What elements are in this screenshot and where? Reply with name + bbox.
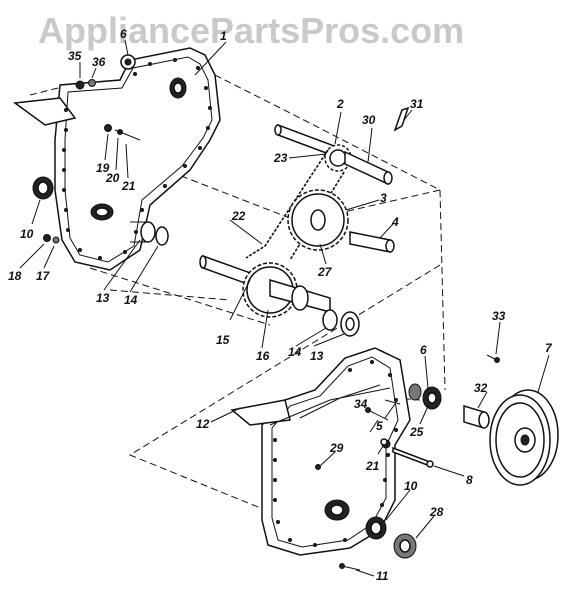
callout-22: 22 <box>231 209 246 223</box>
bearing-6-25 <box>408 383 442 410</box>
callout-25: 25 <box>409 425 424 439</box>
seal-10-left <box>32 176 54 200</box>
bolts-5-34 <box>365 399 401 421</box>
callout-34: 34 <box>354 397 368 411</box>
callout-14-right: 14 <box>288 345 302 359</box>
callout-18: 18 <box>8 269 22 283</box>
callout-4: 4 <box>391 215 399 229</box>
callout-16: 16 <box>256 349 270 363</box>
callout-15: 15 <box>216 333 230 347</box>
shaft-30 <box>344 150 393 186</box>
callout-21-lower: 21 <box>365 459 380 473</box>
callout-6-right: 6 <box>420 343 427 357</box>
bearing-13-14-right <box>322 309 360 337</box>
bearing-13-14-left <box>130 221 169 246</box>
callout-6-top: 6 <box>120 27 127 41</box>
callout-13-left: 13 <box>96 291 110 305</box>
callout-32: 32 <box>474 381 488 395</box>
leader-lines <box>19 39 550 577</box>
spacer-4 <box>349 231 395 253</box>
callout-33: 33 <box>492 309 506 323</box>
callout-labels: 1 6 35 36 19 20 21 10 18 17 13 14 15 16 … <box>8 27 553 583</box>
callout-7: 7 <box>545 341 553 355</box>
housing-flange <box>230 399 291 426</box>
callout-12: 12 <box>196 417 210 431</box>
callout-8: 8 <box>466 473 473 487</box>
callout-27: 27 <box>317 265 333 279</box>
callout-11: 11 <box>376 569 389 583</box>
screw-33 <box>486 354 500 363</box>
spacer-32 <box>463 404 490 430</box>
hardware-17-18 <box>43 234 60 244</box>
callout-10-lower: 10 <box>404 479 418 493</box>
pin-31 <box>393 106 410 132</box>
callout-36: 36 <box>92 55 106 69</box>
sprocket-3 <box>287 189 349 251</box>
sprocket-16 <box>242 262 331 318</box>
callout-3: 3 <box>380 191 387 205</box>
callout-17: 17 <box>36 269 51 283</box>
callout-1: 1 <box>220 29 227 43</box>
right-housing-lower <box>230 347 411 556</box>
watermark-text: AppliancePartsPros.com <box>38 10 464 51</box>
callout-14-left: 14 <box>124 293 138 307</box>
bearing-28 <box>393 533 417 559</box>
callout-20: 20 <box>105 171 120 185</box>
callout-2-shaft: 2 <box>336 97 344 111</box>
callout-5: 5 <box>376 419 383 433</box>
callout-13-right: 13 <box>310 349 324 363</box>
screw-29 <box>315 464 321 470</box>
housing-tab <box>13 97 77 126</box>
pulley-7 <box>489 389 559 486</box>
hardware-19-20-21 <box>104 124 141 141</box>
callout-19: 19 <box>96 161 110 175</box>
callout-30: 30 <box>362 113 376 127</box>
callout-31: 31 <box>410 97 424 111</box>
callout-10-left: 10 <box>20 227 34 241</box>
callout-29: 29 <box>329 441 344 455</box>
left-housing-upper <box>13 47 221 271</box>
callout-23: 23 <box>273 151 288 165</box>
seal-10-lower <box>365 516 387 540</box>
washer-21 <box>380 438 388 446</box>
screw-11 <box>339 563 361 571</box>
cap-6-top <box>120 54 136 70</box>
hardware-35-36 <box>75 79 96 90</box>
callout-28: 28 <box>429 505 444 519</box>
callout-21-upper: 21 <box>121 179 136 193</box>
callout-35: 35 <box>68 49 82 63</box>
